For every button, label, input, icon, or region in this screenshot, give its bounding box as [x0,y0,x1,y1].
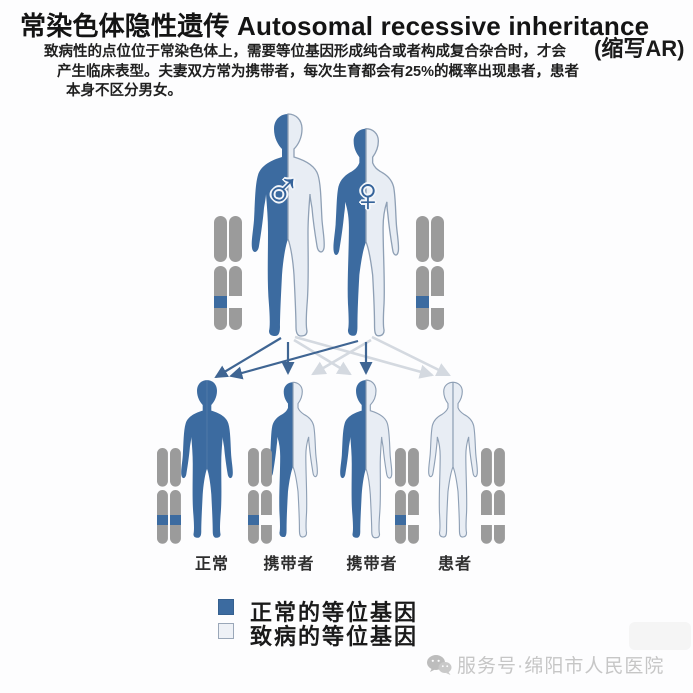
father-figure [251,113,325,337]
child-label-affected: 患者 [437,556,473,573]
description-line: 本身不区分男女。 [66,83,182,99]
child-carrier2-chromosomes [395,448,419,544]
legend-label-disease-allele: 致病的等位基因 [250,624,419,649]
account-watermark: 服务号·绵阳市人民医院 [426,651,664,678]
child-normal-figure [181,380,233,538]
abbreviation-label: (缩写AR) [594,36,685,61]
child-affected-chromosomes [481,448,505,544]
normal-allele-band [214,296,227,308]
wechat-icon [427,654,452,675]
female-symbol-icon: ♀ [350,169,386,222]
child-carrier1-chromosomes [248,448,272,544]
child-label-carrier2: 携带者 [346,556,398,573]
disease-allele-band [431,296,444,308]
child-label-normal: 正常 [194,556,230,573]
disease-allele-band [229,296,242,308]
child-normal-chromosomes [157,448,181,544]
description-paragraph: 致病性的点位位于常染色体上，需要等位基因形成纯合或者构成复合杂合时，才会 产生临… [0,43,600,102]
child-affected-figure [428,381,478,538]
legend-swatch-normal-allele [218,599,234,615]
legend-label-normal-allele: 正常的等位基因 [250,600,419,625]
father-chromosome-pair [214,216,242,330]
mother-chromosome-pair [416,216,444,330]
child-carrier1-figure [268,381,318,538]
mother-figure [333,128,400,337]
male-symbol-icon: ♂ [263,160,302,218]
legend-swatch-disease-allele [218,623,234,639]
child-carrier2-figure [340,379,393,539]
child-label-carrier1: 携带者 [263,556,315,573]
inheritance-arrows [214,335,451,380]
watermark-text: 服务号·绵阳市人民医院 [457,656,665,677]
page-title: 常染色体隐性遗传 Autosomal recessive inheritance [20,11,650,41]
description-line: 致病性的点位位于常染色体上，需要等位基因形成纯合或者构成复合杂合时，才会 [44,44,566,60]
faint-watermark-box [629,622,691,650]
description-line: 产生临床表型。夫妻双方常为携带者，每次生育都会有25%的概率出现患者，患者 [57,63,580,80]
normal-allele-band [416,296,429,308]
